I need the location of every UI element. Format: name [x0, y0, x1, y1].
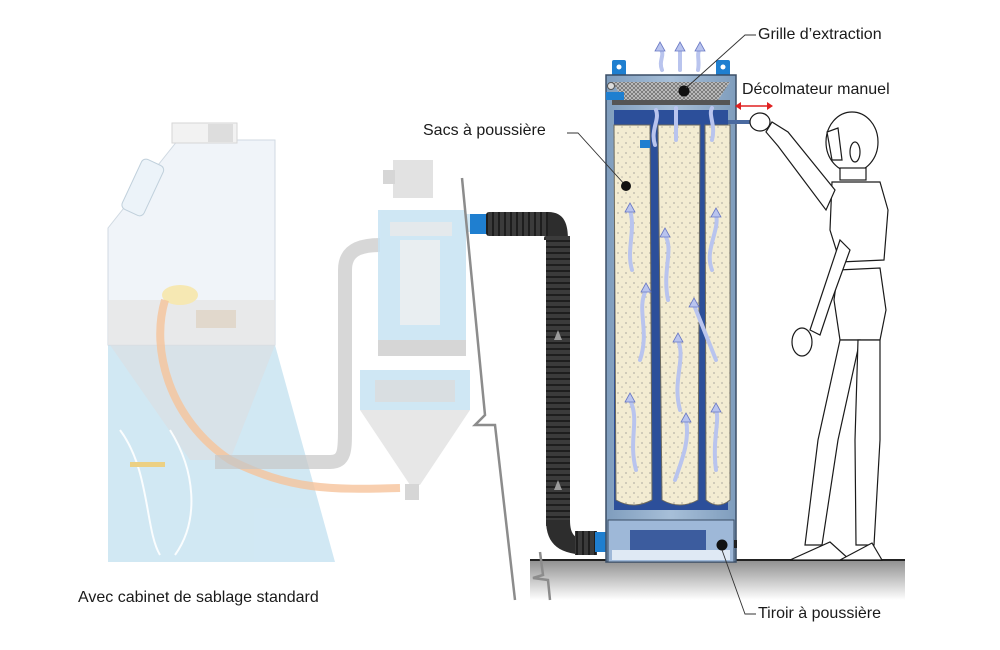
airflow-arrowheads	[624, 41, 722, 423]
filter-bag	[613, 124, 653, 506]
label-dust-drawer: Tiroir à poussière	[758, 605, 882, 622]
label-extraction-grille: Grille d’extraction	[758, 26, 882, 43]
sandblast-cabinet	[107, 122, 401, 562]
label-dust-bags: Sacs à poussière	[423, 122, 546, 139]
cyclone-separator	[360, 160, 490, 500]
filter-bag	[657, 124, 701, 506]
manual-shaker	[728, 102, 773, 124]
airflow-arrows	[628, 46, 720, 482]
break-line-floor	[532, 551, 552, 601]
leader-lines	[567, 34, 756, 615]
floor	[530, 559, 905, 600]
filter-bag	[704, 124, 731, 506]
marker-dust-bags	[621, 181, 631, 191]
operator	[749, 111, 889, 561]
dust-collector	[605, 41, 773, 563]
break-line-upper	[460, 177, 517, 601]
dust-drawer	[607, 519, 737, 563]
label-manual-shaker: Décolmateur manuel	[742, 81, 890, 98]
flexible-hose	[470, 212, 609, 555]
extraction-grille	[606, 82, 730, 105]
caption-standard-cabinet: Avec cabinet de sablage standard	[78, 589, 319, 606]
